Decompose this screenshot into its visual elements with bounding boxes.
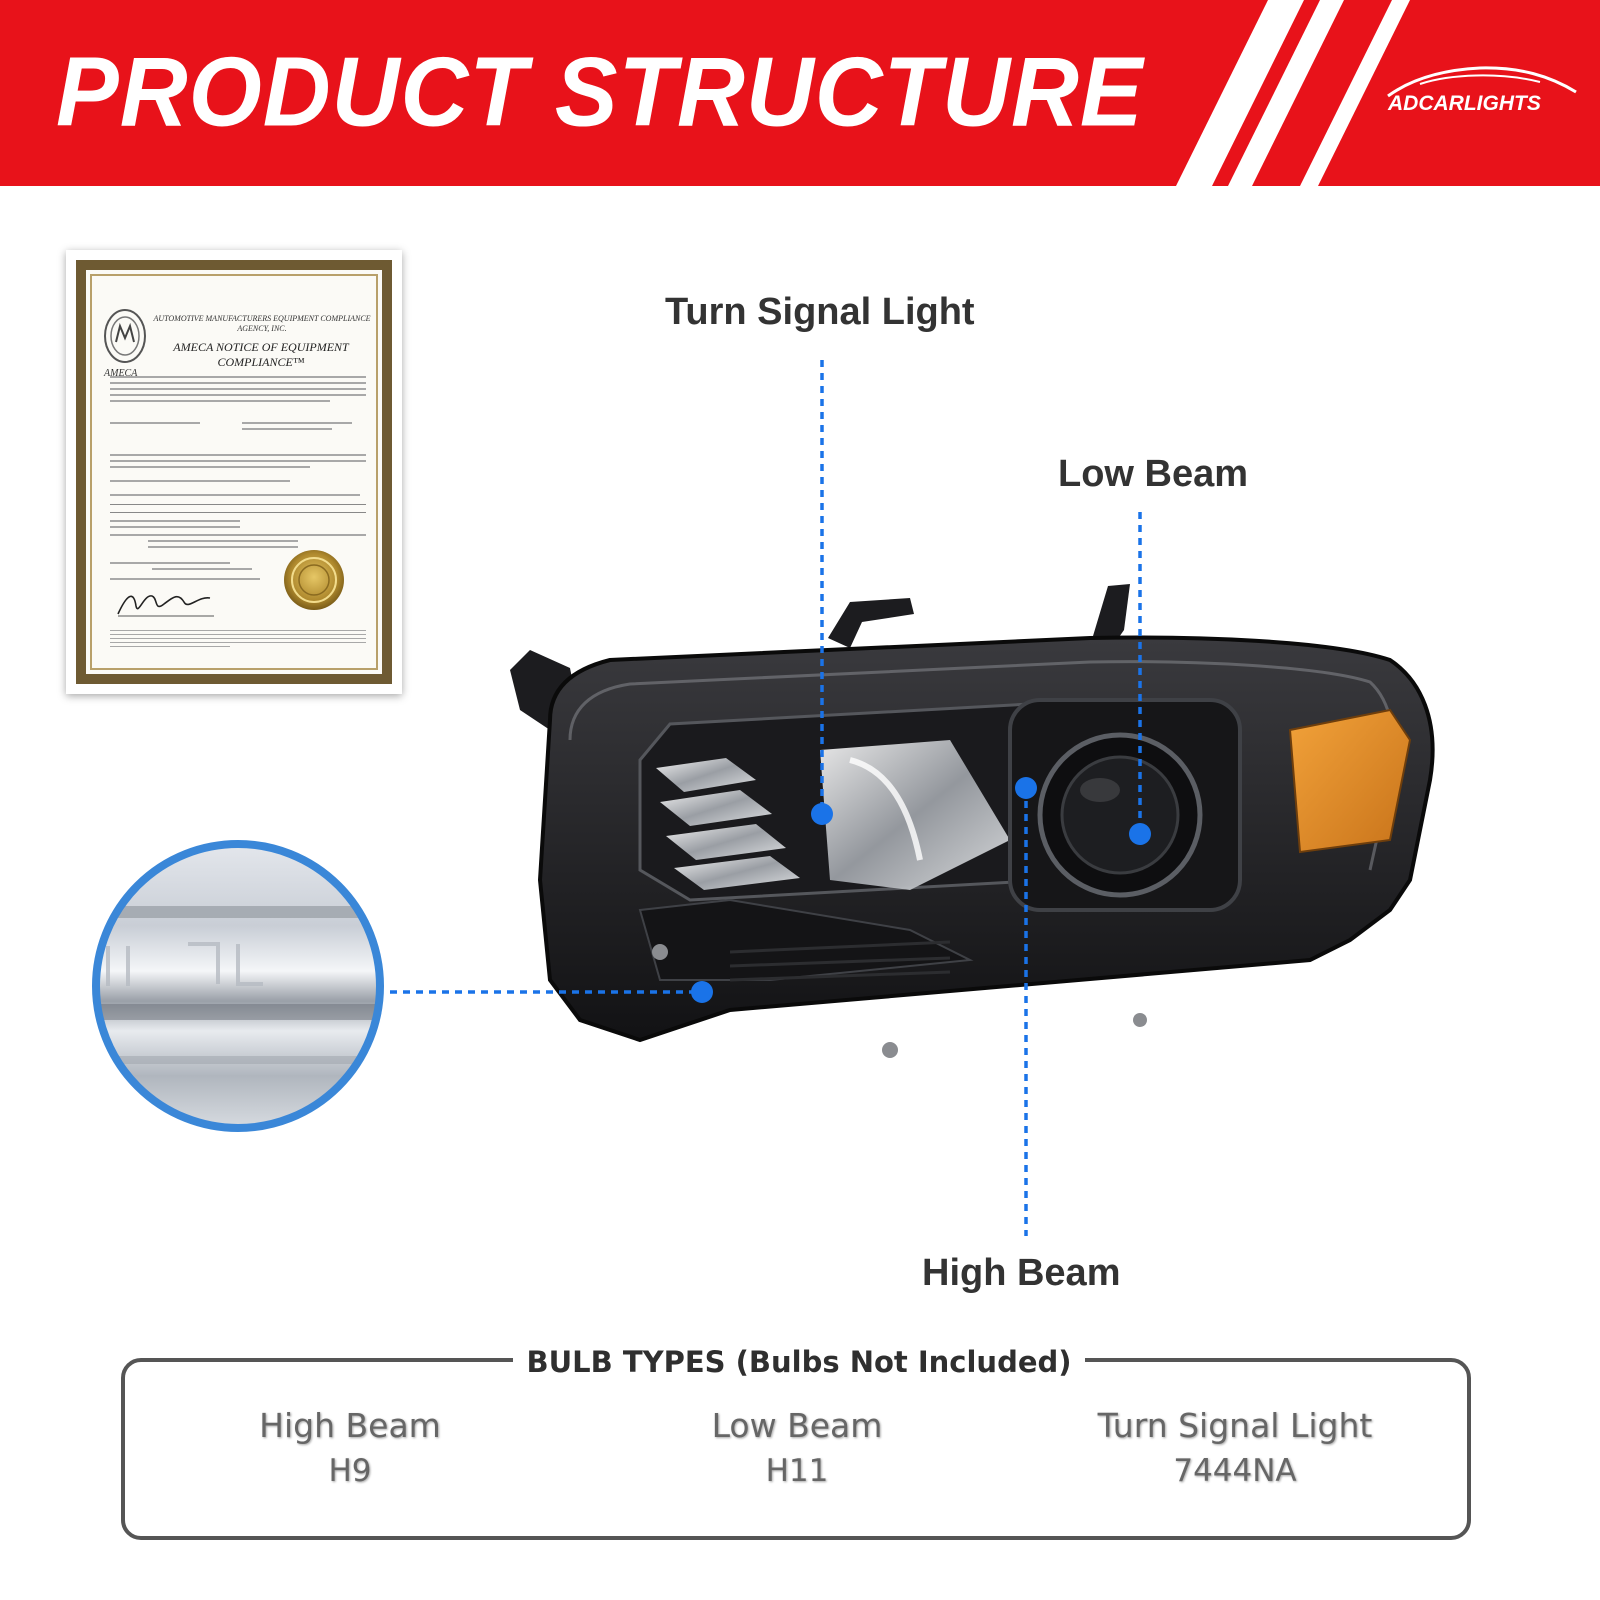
certificate-text-line [110, 638, 366, 639]
certificate-text-line [110, 520, 240, 522]
headlamp-illustration [510, 584, 1435, 1058]
header-banner: PRODUCT STRUCTURE ADCARLIGHTS [0, 0, 1600, 186]
certificate-text-line [110, 634, 366, 635]
bulb-name: Low Beam [711, 1406, 883, 1445]
certificate-text-line [110, 578, 260, 580]
signature-icon [117, 595, 214, 617]
brand-name: ADCARLIGHTS [1388, 92, 1541, 115]
turn-signal-reflector [656, 758, 800, 890]
low-beam-label: Low Beam [1058, 453, 1249, 495]
bulb-types-heading: BULB TYPES (Bulbs Not Included) [513, 1336, 1085, 1388]
certificate-text-line [242, 428, 332, 430]
certificate-table-rule [110, 504, 366, 505]
certificate-text-line [110, 382, 366, 384]
certificate-text-line [110, 454, 366, 456]
certificate-text-line [148, 540, 298, 542]
lens-detail-zoom [92, 840, 384, 1132]
certificate-text-line [148, 546, 298, 548]
brand-logo: ADCARLIGHTS [1380, 62, 1590, 122]
certificate-agency: AUTOMOTIVE MANUFACTURERS EQUIPMENT COMPL… [153, 314, 371, 333]
certificate-text-line [110, 494, 360, 496]
certificate-title: AMECA NOTICE OF EQUIPMENT COMPLIANCE™ [173, 340, 349, 369]
car-silhouette-icon [1387, 66, 1577, 98]
certificate-text-line [110, 376, 366, 378]
certificate-text-line [110, 526, 240, 528]
page-title: PRODUCT STRUCTURE [56, 36, 1144, 147]
amber-side-marker [1288, 708, 1412, 854]
ameca-logo-icon [104, 309, 146, 363]
certificate-text-line [110, 388, 366, 390]
certificate-text-line [110, 534, 366, 536]
certificate-text-line [110, 480, 290, 482]
certificate-table-rule [110, 512, 366, 513]
certificate-text-line [110, 394, 366, 396]
certificate-text-line [110, 646, 230, 647]
bulb-types-title: BULB TYPES (Bulbs Not Included) [526, 1345, 1072, 1379]
bulb-item-high-beam: High Beam H9 [125, 1404, 575, 1494]
mounting-tab [828, 598, 914, 648]
certificate-text-line [152, 568, 252, 570]
certificate-text-line [110, 562, 230, 564]
bulb-code: H9 [328, 1453, 372, 1489]
high-beam-label: High Beam [922, 1252, 1121, 1294]
bulb-code: H11 [765, 1453, 829, 1489]
bulb-code: 7444NA [1173, 1453, 1297, 1489]
certificate-inner-border: AMECA AUTOMOTIVE MANUFACTURERS EQUIPMENT… [90, 274, 378, 670]
certificate-text-line [110, 630, 366, 631]
bulb-name: High Beam [259, 1406, 441, 1445]
banner-background [0, 0, 1600, 186]
bulb-item-turn-signal: Turn Signal Light 7444NA [995, 1404, 1475, 1494]
certificate-logo-text: AMECA [104, 368, 138, 379]
bulb-item-low-beam: Low Beam H11 [572, 1404, 1022, 1494]
certificate-text-line [110, 422, 200, 424]
certificate-text-line [110, 466, 310, 468]
gold-seal-icon [284, 550, 344, 610]
certificate-text-line [110, 460, 366, 462]
certificate-text-line [110, 400, 330, 402]
bulb-name: Turn Signal Light [1097, 1406, 1373, 1445]
high-beam-reflector [820, 740, 1010, 890]
mounting-tab [1090, 584, 1130, 650]
turn-signal-label: Turn Signal Light [665, 291, 975, 333]
bulb-types-panel: BULB TYPES (Bulbs Not Included) High Bea… [121, 1336, 1471, 1540]
certificate-frame: AMECA AUTOMOTIVE MANUFACTURERS EQUIPMENT… [76, 260, 392, 684]
certificate-text-line [242, 422, 352, 424]
compliance-certificate: AMECA AUTOMOTIVE MANUFACTURERS EQUIPMENT… [66, 250, 402, 694]
certificate-text-line [110, 642, 366, 643]
